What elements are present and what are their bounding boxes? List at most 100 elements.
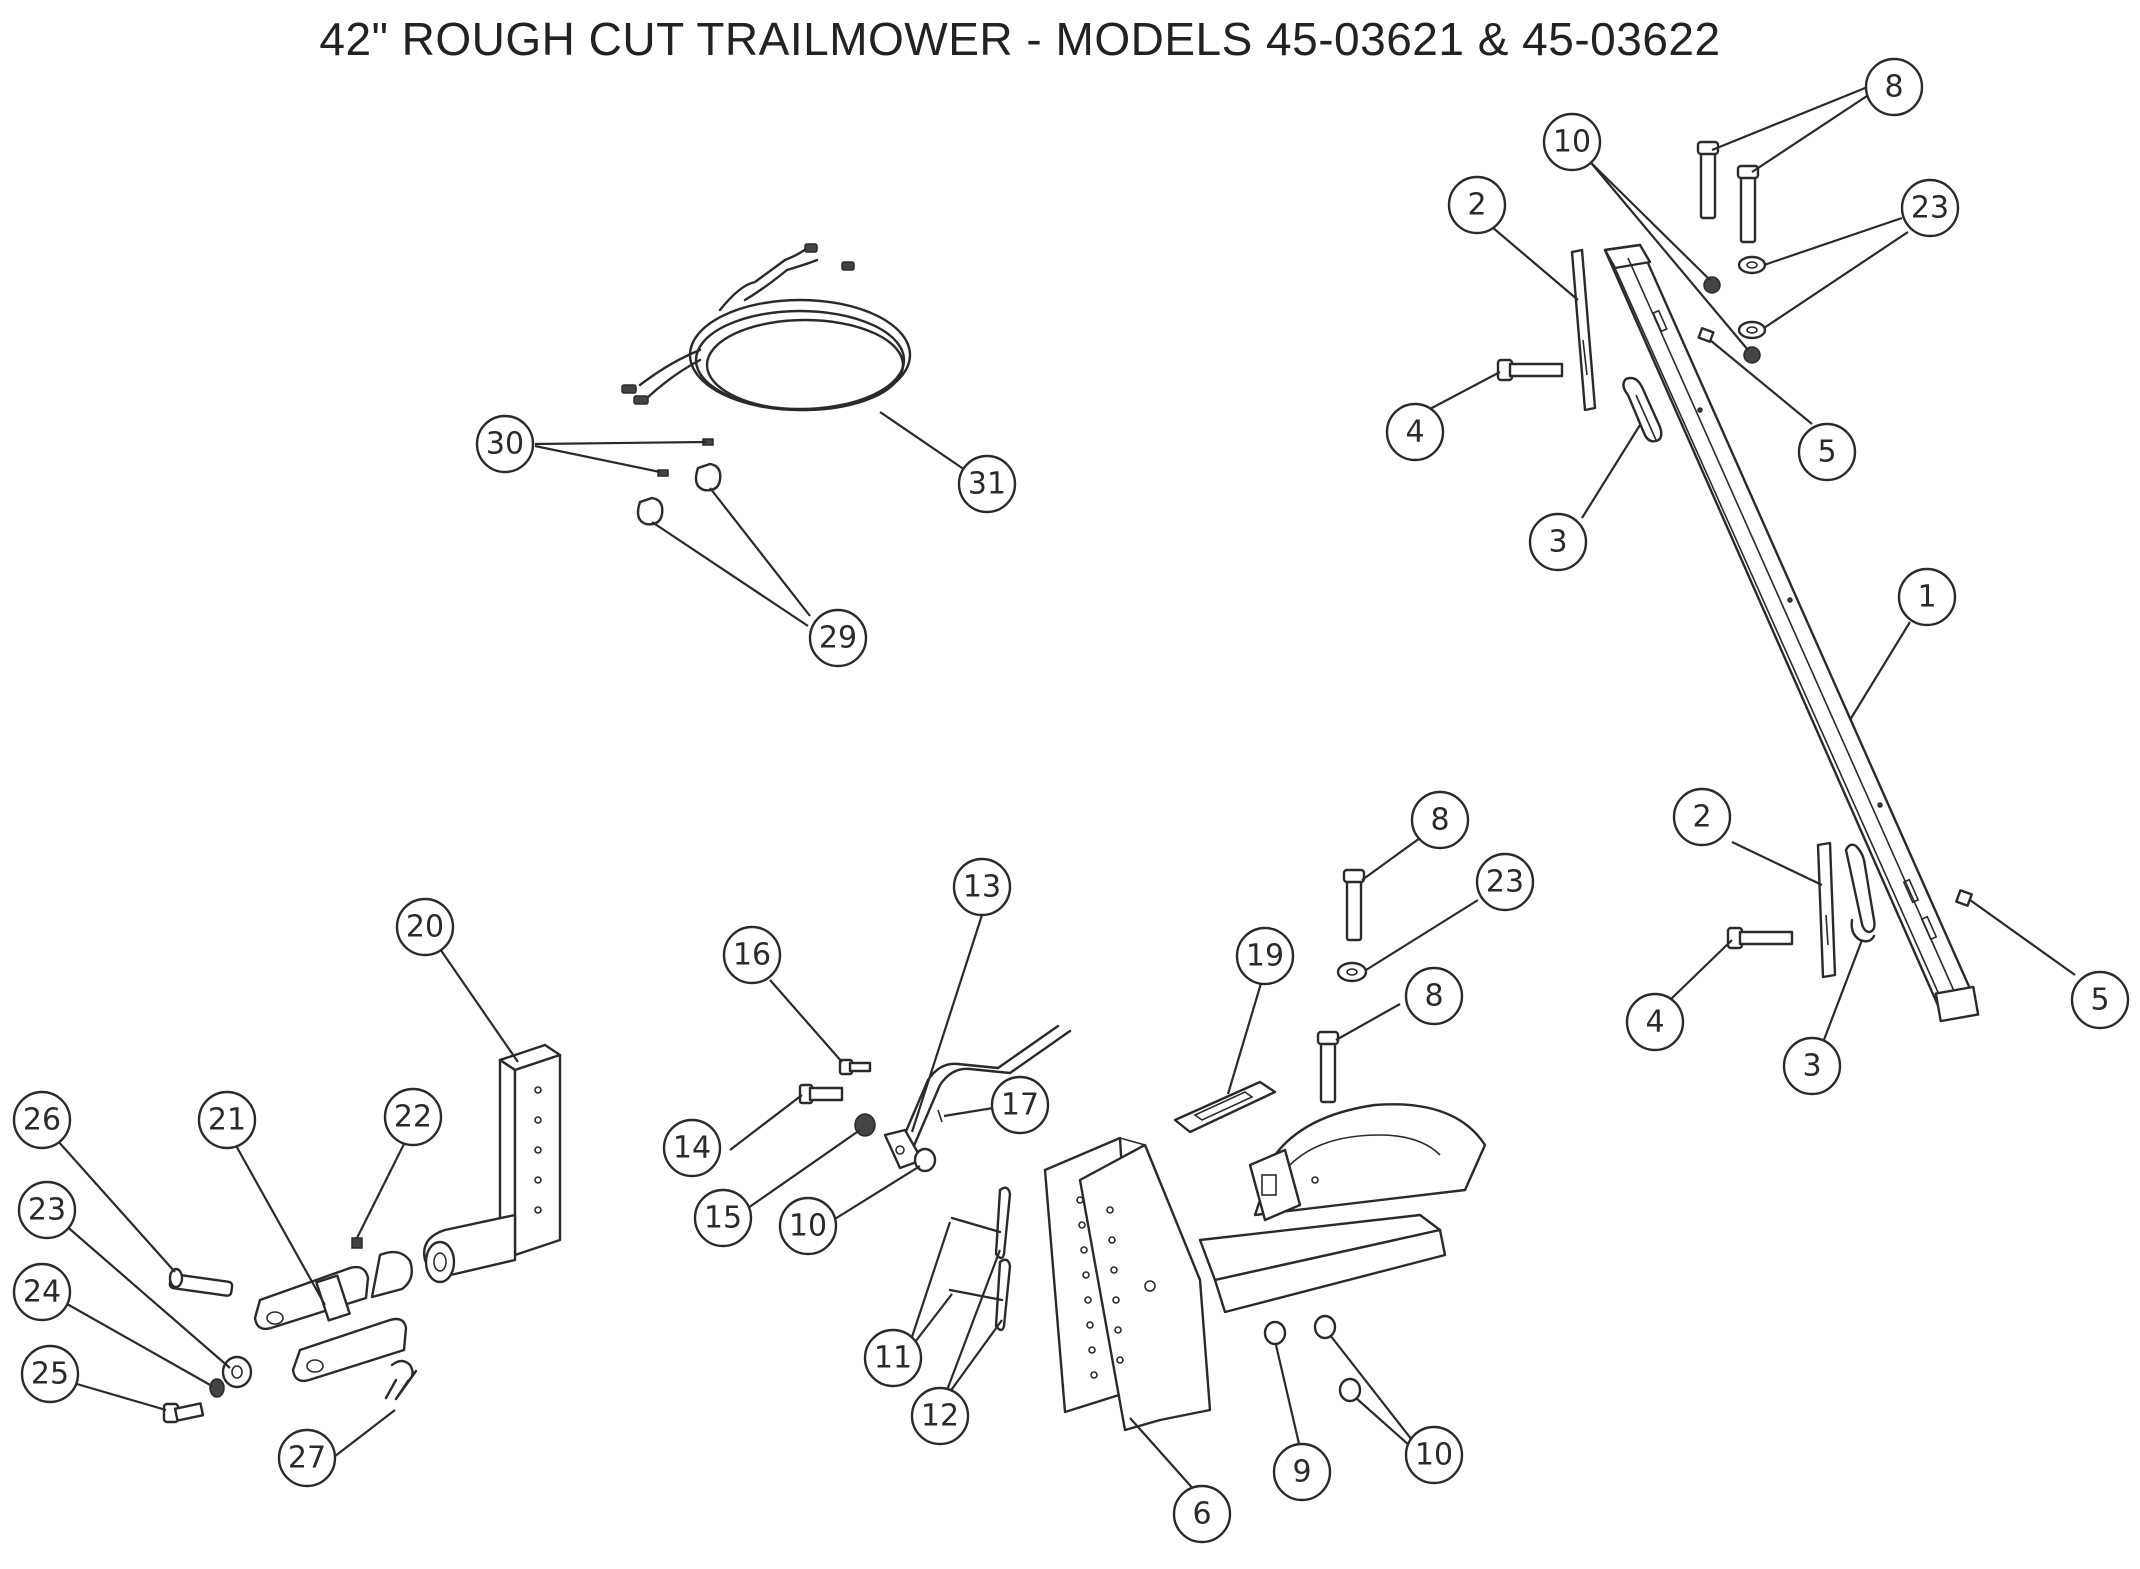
- part-10-nut-lever: [913, 1147, 937, 1173]
- part-29-clamps: [636, 462, 722, 526]
- callout-9: 9: [1272, 1442, 1332, 1502]
- callout-17: 17: [990, 1075, 1050, 1135]
- callout-16: 16: [722, 925, 782, 985]
- part-25-bolt: [162, 1402, 205, 1424]
- part-11-pins: [948, 1216, 1004, 1302]
- part-3-spring-lower: [1844, 843, 1876, 943]
- callout-22: 22: [383, 1087, 443, 1147]
- svg-text:11: 11: [874, 1341, 912, 1376]
- svg-text:8: 8: [1424, 979, 1443, 1014]
- svg-text:26: 26: [23, 1103, 61, 1138]
- svg-text:31: 31: [968, 467, 1006, 502]
- part-16-bolt: [838, 1058, 872, 1076]
- callout-10-top: 10: [1542, 112, 1602, 172]
- callout-23-mid: 23: [1475, 852, 1535, 912]
- part-5-nut-lower: [1955, 889, 1973, 907]
- svg-text:2: 2: [1692, 800, 1711, 835]
- svg-text:29: 29: [819, 621, 857, 656]
- part-4-bolt-lower: [1726, 926, 1794, 950]
- svg-text:9: 9: [1292, 1455, 1311, 1490]
- part-10-nuts-upper: [1703, 276, 1761, 364]
- callout-20: 20: [395, 897, 455, 957]
- svg-text:27: 27: [288, 1441, 326, 1476]
- callout-11: 11: [863, 1328, 923, 1388]
- callout-31: 31: [957, 454, 1017, 514]
- svg-text:2: 2: [1467, 188, 1486, 223]
- part-9-nut: [1263, 1320, 1287, 1346]
- svg-text:8: 8: [1430, 803, 1449, 838]
- callout-13: 13: [952, 857, 1012, 917]
- svg-text:15: 15: [704, 1201, 742, 1236]
- callout-4-top: 4: [1385, 402, 1445, 462]
- svg-text:4: 4: [1405, 415, 1424, 450]
- callout-29: 29: [808, 608, 868, 668]
- callout-3-bottom: 3: [1782, 1036, 1842, 1096]
- part-27-hair-pin: [384, 1359, 418, 1401]
- part-12-clips: [994, 1186, 1012, 1332]
- part-24-lockwasher: [209, 1378, 225, 1398]
- svg-text:5: 5: [1817, 435, 1836, 470]
- callout-30: 30: [475, 414, 535, 474]
- part-4-bolt-upper: [1496, 358, 1564, 382]
- part-10-nuts-lower: [1313, 1314, 1362, 1403]
- callout-24: 24: [12, 1262, 72, 1322]
- svg-text:14: 14: [673, 1131, 711, 1166]
- callout-4-bottom: 4: [1625, 992, 1685, 1052]
- callout-6: 6: [1172, 1484, 1232, 1544]
- part-20-hitch-post: [423, 1043, 562, 1284]
- callout-21: 21: [197, 1090, 257, 1150]
- part-2-side-plate-lower: [1816, 841, 1837, 979]
- svg-text:3: 3: [1802, 1049, 1821, 1084]
- part-23-washer-hitch: [221, 1355, 253, 1389]
- callout-12: 12: [910, 1386, 970, 1446]
- callout-8-mid-lower: 8: [1404, 966, 1464, 1026]
- svg-text:13: 13: [963, 870, 1001, 905]
- callout-26: 26: [12, 1090, 72, 1150]
- part-8-bolt-mid-lower: [1316, 1030, 1340, 1104]
- part-23-washer-mid: [1336, 961, 1368, 983]
- callout-27: 27: [277, 1428, 337, 1488]
- part-2-side-plate-upper: [1570, 248, 1597, 412]
- part-23-washers-upper: [1737, 255, 1767, 340]
- svg-text:6: 6: [1192, 1497, 1211, 1532]
- callout-25: 25: [20, 1344, 80, 1404]
- callout-5-bottom: 5: [2070, 970, 2130, 1030]
- svg-text:10: 10: [1553, 125, 1591, 160]
- part-5-nut-upper: [1697, 327, 1715, 343]
- callout-10-lever: 10: [778, 1196, 838, 1256]
- svg-text:1: 1: [1917, 580, 1936, 615]
- part-30-screws: [657, 438, 714, 477]
- callout-2-bottom: 2: [1672, 787, 1732, 847]
- callout-2-top: 2: [1447, 175, 1507, 235]
- svg-text:25: 25: [31, 1357, 69, 1392]
- svg-text:23: 23: [1486, 865, 1524, 900]
- callout-8-top: 8: [1864, 57, 1924, 117]
- part-22-grease-fitting: [351, 1237, 363, 1249]
- svg-text:12: 12: [921, 1399, 959, 1434]
- callout-14: 14: [662, 1118, 722, 1178]
- svg-text:16: 16: [733, 938, 771, 973]
- diagram-title: 42" ROUGH CUT TRAILMOWER - MODELS 45-036…: [319, 13, 1721, 65]
- svg-text:22: 22: [394, 1100, 432, 1135]
- part-8-bolt-mid-upper: [1342, 868, 1366, 942]
- callout-23-top: 23: [1900, 178, 1960, 238]
- svg-text:23: 23: [1911, 191, 1949, 226]
- svg-text:5: 5: [2090, 983, 2109, 1018]
- part-8-bolts-upper: [1696, 140, 1760, 244]
- svg-text:8: 8: [1884, 70, 1903, 105]
- part-17-pin: [937, 1109, 943, 1123]
- svg-text:30: 30: [486, 427, 524, 462]
- svg-text:23: 23: [28, 1193, 66, 1228]
- callout-3-top: 3: [1528, 512, 1588, 572]
- part-14-bolt: [798, 1083, 844, 1105]
- part-6-hitch-bracket: [1043, 1103, 1487, 1432]
- svg-text:4: 4: [1645, 1005, 1664, 1040]
- callout-10-lower: 10: [1404, 1425, 1464, 1485]
- part-31-wire-harness: [621, 243, 912, 412]
- part-3-spring-upper: [1622, 376, 1663, 443]
- svg-text:17: 17: [1001, 1088, 1039, 1123]
- callout-15: 15: [693, 1188, 753, 1248]
- callout-23-hitch: 23: [17, 1180, 77, 1240]
